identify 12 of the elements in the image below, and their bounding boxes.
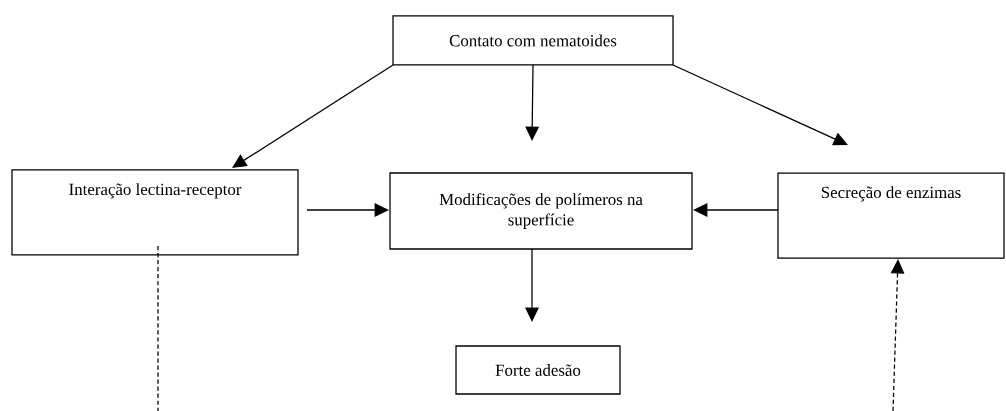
arrow xyxy=(525,248,539,322)
process-box: Interação lectina-receptor xyxy=(11,169,299,256)
process-box: Contato com nematoides xyxy=(392,15,674,66)
process-box: Secreção de enzimas xyxy=(777,172,1005,259)
process-box: Forte adesão xyxy=(455,345,621,395)
arrow xyxy=(693,203,779,217)
arrow xyxy=(306,203,389,217)
arrow xyxy=(672,64,848,146)
process-box: Modificações de polímeros na superfície xyxy=(389,172,693,250)
arrow xyxy=(232,64,394,168)
arrow xyxy=(525,64,540,141)
arrow xyxy=(890,259,905,411)
